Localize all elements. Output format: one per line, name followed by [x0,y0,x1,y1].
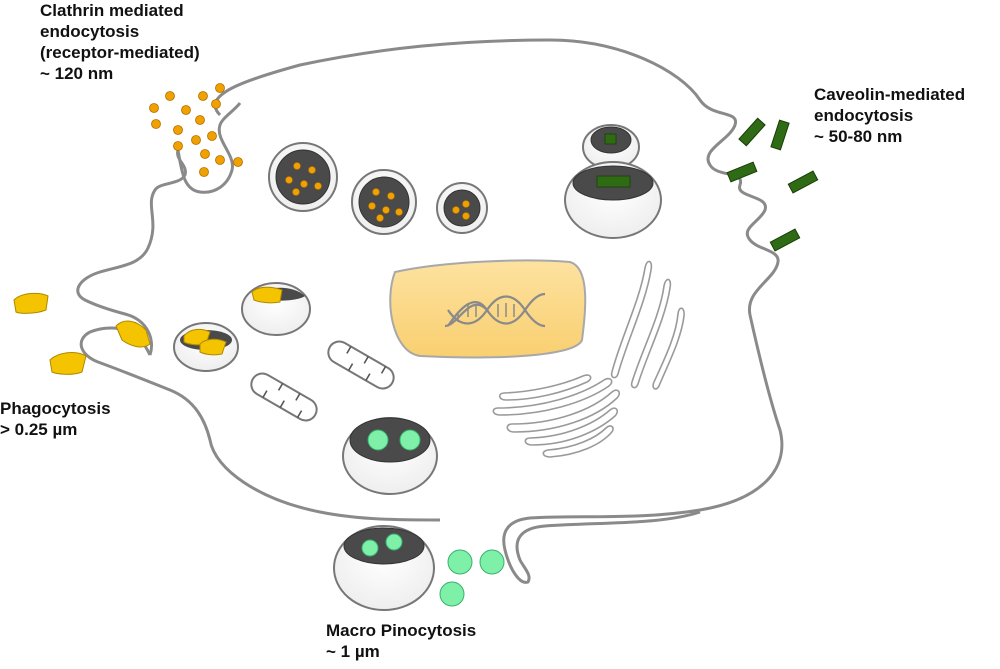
clathrin-particle [151,119,161,129]
cell-membrane [76,38,784,584]
label-caveolin-line2: endocytosis [814,106,914,125]
golgi-apparatus [492,260,685,458]
label-phagocytosis-line2: > 0.25 µm [0,420,78,439]
phagocytosis-particles [13,292,151,375]
phagosome-upper [241,282,311,336]
caveolin-particle [738,117,766,147]
clathrin-particle [191,135,201,145]
pinocytosis-particles [439,549,505,607]
clathrin-vesicle-large [268,142,338,212]
label-clathrin-line1: Clathrin mediated [40,1,184,20]
clathrin-particle [149,103,159,113]
clathrin-particle [215,83,225,93]
clathrin-particle [165,91,175,101]
clathrin-particle [233,157,243,167]
phagocytosis-particle [49,352,87,375]
clathrin-vesicle-small [436,182,488,234]
pinocytosis-particle [439,581,465,607]
label-phagocytosis: Phagocytosis > 0.25 µm [0,398,111,440]
macropinosome-inner [342,417,438,495]
caveolin-particle [769,228,801,252]
phagocytosis-particle [115,320,151,348]
label-caveolin-line3: ~ 50-80 nm [814,127,903,146]
clathrin-particle [200,149,210,159]
pinocytosis-particle [447,549,473,575]
phagosome-lower [173,322,239,372]
clathrin-particle [199,167,209,177]
macropinosome-forming [333,525,435,611]
clathrin-particle [181,105,191,115]
clathrin-particle [173,141,183,151]
label-macropinocytosis-line1: Macro Pinocytosis [326,621,477,640]
caveolin-particle [787,170,819,194]
clathrin-particle [211,99,221,109]
label-clathrin-line4: ~ 120 nm [40,64,114,83]
caveolin-particle [770,119,790,151]
label-caveolin: Caveolin-mediated endocytosis ~ 50-80 nm [814,84,965,147]
label-clathrin-line3: (receptor-mediated) [40,43,200,62]
clathrin-vesicle-medium [351,169,417,235]
caveolin-particle [726,161,758,183]
caveolin-particles [726,117,819,252]
label-macropinocytosis-line2: ~ 1 µm [326,642,380,661]
clathrin-particle [215,155,225,165]
clathrin-particle [173,125,183,135]
label-phagocytosis-line1: Phagocytosis [0,399,111,418]
dna-helix-icon [444,292,546,328]
pinocytosis-particle [479,549,505,575]
label-caveolin-line1: Caveolin-mediated [814,85,966,104]
mitochondrion [327,340,395,390]
label-clathrin: Clathrin mediated endocytosis (receptor-… [40,0,200,84]
clathrin-particle [198,91,208,101]
label-macropinocytosis: Macro Pinocytosis ~ 1 µm [326,620,476,662]
phagocytosis-particle [13,292,49,314]
mitochondrion [250,372,318,422]
clathrin-particle [207,131,217,141]
clathrin-particles [149,83,243,177]
label-clathrin-line2: endocytosis [40,22,140,41]
caveolin-vesicle-large [564,161,662,239]
clathrin-particle [195,115,205,125]
